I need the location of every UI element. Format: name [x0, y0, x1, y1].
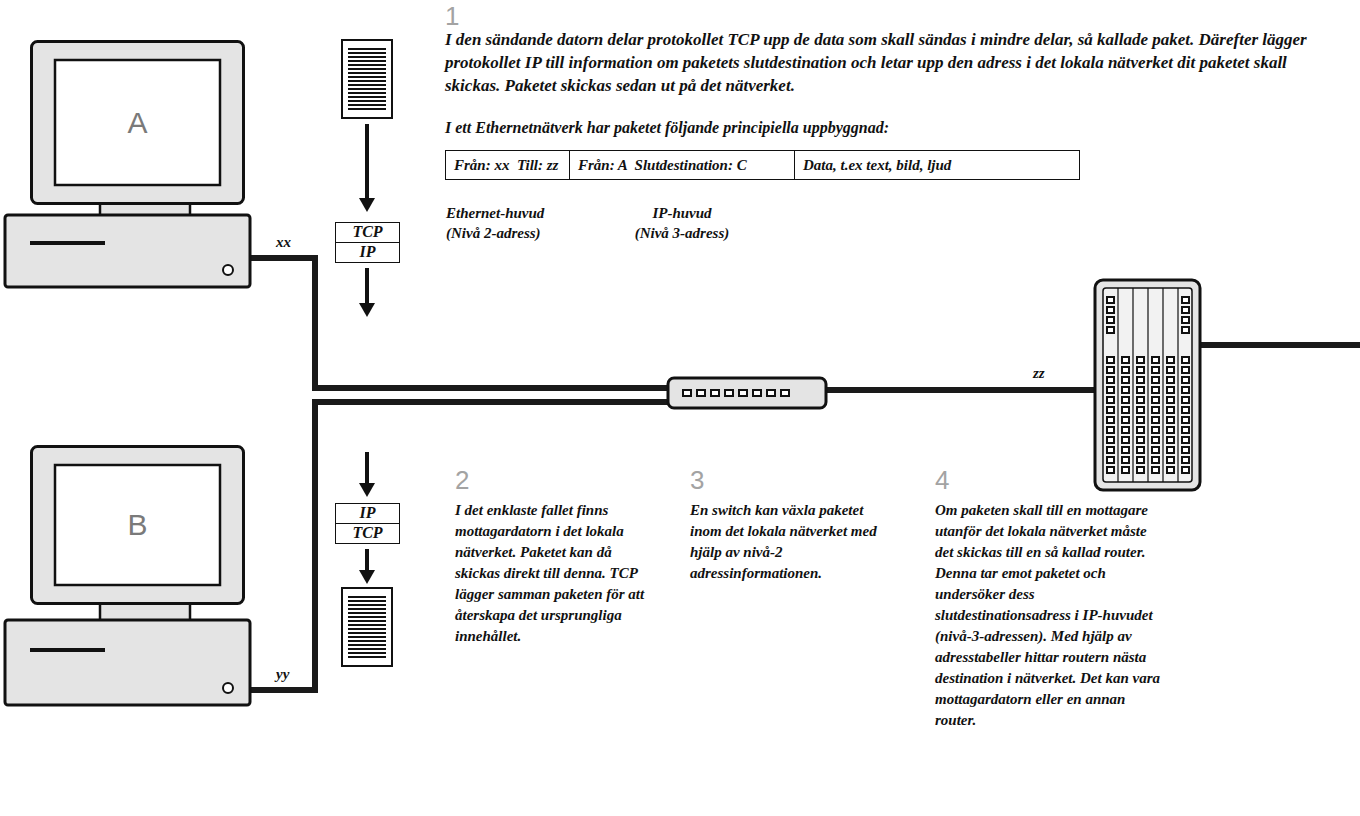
protocol-box: TCP	[335, 523, 400, 544]
document-lines	[348, 595, 386, 660]
drive-slot	[30, 648, 105, 652]
computer-letter: A	[55, 60, 220, 185]
packet-field: Data, t.ex text, bild, ljud	[795, 150, 1080, 180]
flow-arrow	[365, 452, 369, 485]
description-text: En switch kan växla paketet inom det lok…	[690, 500, 880, 584]
protocol-name: IP	[360, 504, 376, 522]
computer-letter: B	[55, 465, 220, 585]
protocol-name: TCP	[352, 524, 382, 542]
computer-monitor: B	[30, 445, 245, 605]
packet-field-text: Data, t.ex text, bild, ljud	[795, 151, 959, 179]
switch-device	[668, 378, 826, 408]
flow-arrow	[365, 268, 369, 305]
header-caption: Ethernet-huvud	[446, 203, 544, 223]
description-text: I den sändande datorn delar protokollet …	[445, 28, 1340, 97]
description-text: Om paketen skall till en mottagare utanf…	[935, 500, 1160, 731]
power-button	[223, 265, 233, 275]
monitor-stand	[100, 603, 190, 621]
arrow-head	[359, 198, 375, 212]
router-ports	[1106, 296, 1115, 336]
protocol-box: TCP	[335, 222, 400, 243]
network-cable	[250, 402, 668, 690]
router-device	[1095, 280, 1200, 490]
monitor-screen	[55, 465, 220, 585]
flow-arrow	[365, 124, 369, 200]
packet-field-text: Från: xx Till: zz	[446, 151, 566, 179]
monitor-casing	[32, 42, 244, 204]
protocol-name: IP	[360, 243, 376, 261]
computer-case	[5, 620, 250, 705]
computer-case	[5, 215, 250, 287]
packet-field: Från: xx Till: zzEthernet-huvud(Nivå 2-a…	[445, 150, 570, 180]
header-caption: (Nivå 3-adress)	[570, 223, 794, 243]
arrow-head	[359, 483, 375, 497]
network-cable	[250, 258, 668, 388]
callout-number: 4	[935, 466, 949, 494]
address-label: zz	[1033, 364, 1045, 382]
header-caption: (Nivå 2-adress)	[446, 223, 541, 243]
monitor-screen	[55, 60, 220, 185]
arrow-head	[359, 570, 375, 584]
computer-monitor: A	[30, 40, 245, 205]
drive-slot	[30, 241, 105, 245]
callout-number: 1	[445, 2, 459, 30]
document-icon	[342, 588, 392, 666]
document-icon	[342, 40, 392, 118]
callout-number: 2	[455, 466, 469, 494]
arrow-head	[359, 303, 375, 317]
packet-field: Från: A Slutdestination: CIP-huvud(Nivå …	[570, 150, 795, 180]
router-rack	[1103, 288, 1192, 482]
network-cable	[1200, 342, 1360, 348]
description-text: I det enklaste fallet finns mottagardato…	[455, 500, 660, 647]
network-cable	[826, 387, 1095, 393]
router-ports	[1106, 356, 1190, 476]
monitor-casing	[32, 447, 244, 604]
address-label: yy	[276, 665, 289, 683]
protocol-name: TCP	[352, 223, 382, 241]
protocol-box: IP	[335, 503, 400, 524]
document-lines	[348, 47, 386, 112]
callout-number: 3	[690, 466, 704, 494]
protocol-box: IP	[335, 242, 400, 263]
power-button	[223, 683, 233, 693]
router-ports	[1181, 296, 1190, 336]
switch-ports	[682, 389, 792, 398]
flow-arrow	[365, 549, 369, 572]
packet-heading: I ett Ethernetnätverk har paketet följan…	[445, 118, 889, 138]
header-caption: IP-huvud	[570, 203, 794, 223]
packet-field-text: Från: A Slutdestination: C	[570, 151, 755, 179]
address-label: xx	[276, 233, 291, 251]
